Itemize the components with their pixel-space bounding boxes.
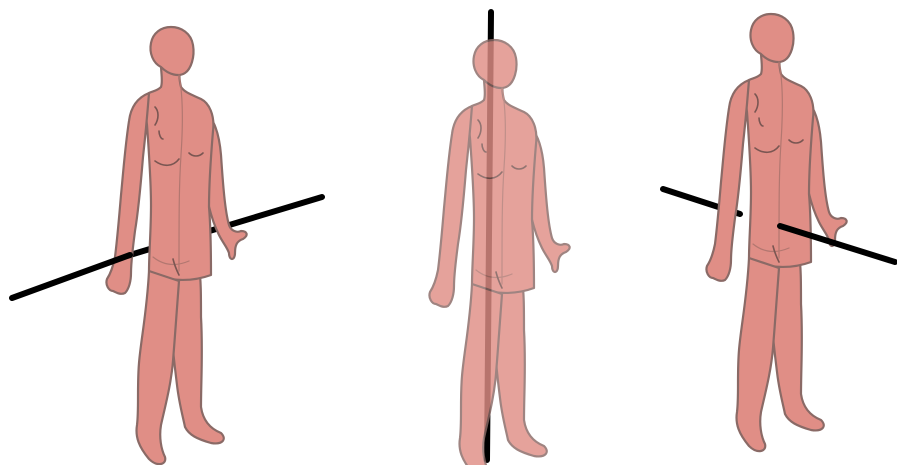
- human-figure-1: [12, 27, 322, 464]
- human-figure-2: [429, 12, 569, 465]
- human-figure-3: [663, 14, 895, 451]
- body-silhouette-2: [429, 40, 569, 465]
- body-silhouette-3: [706, 14, 846, 451]
- body-silhouette-1: [106, 27, 246, 464]
